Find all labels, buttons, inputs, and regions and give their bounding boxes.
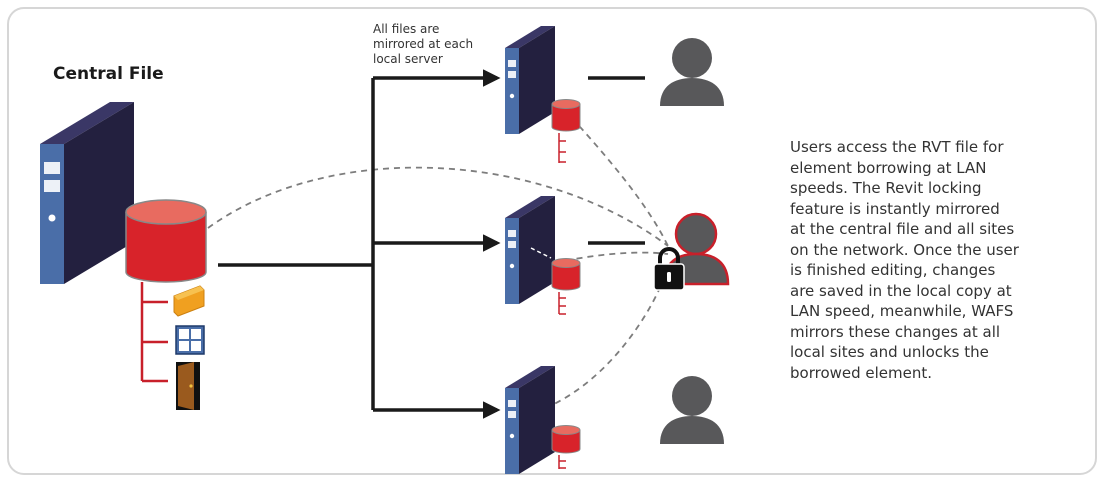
description-line: borrowed element. <box>790 363 933 382</box>
database-cylinder-icon <box>125 199 207 283</box>
mirror-note-line: mirrored at each <box>373 37 474 51</box>
local-server-top <box>505 26 555 134</box>
description-text: Users access the RVT file for element bo… <box>790 137 1080 383</box>
description-line: on the network. Once the user <box>790 240 1019 259</box>
server-tower-icon <box>40 102 134 284</box>
description-line: LAN speed, meanwhile, WAFS <box>790 302 1014 320</box>
description-line: are saved in the local copy at <box>790 281 1012 300</box>
description-line: is finished editing, changes <box>790 261 996 279</box>
description-line: feature is instantly mirrored <box>790 199 1000 218</box>
description-line: at the central file and all sites <box>790 220 1015 238</box>
mirror-note-line: local server <box>373 52 443 66</box>
description-line: element borrowing at LAN <box>790 158 987 177</box>
local-database-bottom <box>551 425 581 469</box>
door-icon <box>176 362 200 410</box>
mirror-note: All files are mirrored at each local ser… <box>373 22 473 67</box>
local-server-middle <box>505 196 555 304</box>
user-icon <box>660 376 724 444</box>
dashed-link-central-to-user <box>207 166 669 247</box>
user-icon <box>660 38 724 106</box>
central-file-title: Central File <box>53 64 164 84</box>
local-database-middle <box>551 258 581 315</box>
element-tree <box>140 282 168 383</box>
description-line: local sites and unlocks the <box>790 343 989 361</box>
wall-icon <box>173 285 205 317</box>
description-line: speeds. The Revit locking <box>790 179 982 197</box>
mirror-note-line: All files are <box>373 22 440 36</box>
mirror-connectors <box>218 69 645 419</box>
window-icon <box>175 325 205 355</box>
local-server-bottom <box>505 366 555 474</box>
padlock-icon <box>653 247 685 291</box>
dashed-link-top-server-to-user <box>571 117 669 247</box>
description-line: Users access the RVT file for <box>790 138 1004 156</box>
local-database-top <box>551 99 581 163</box>
description-line: mirrors these changes at all <box>790 322 1001 341</box>
